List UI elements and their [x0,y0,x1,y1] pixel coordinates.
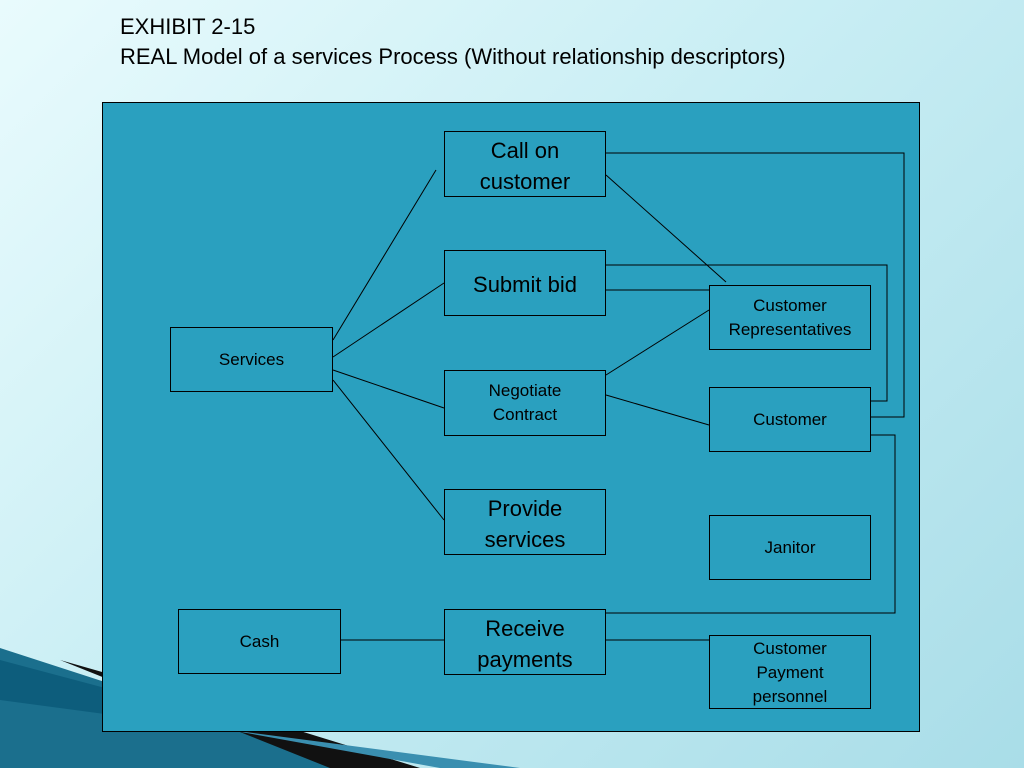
node-receive-payments-line1: Receive [485,616,565,641]
node-submit-bid-label: Submit bid [473,272,577,297]
node-provide-services-line1: Provide [487,496,563,521]
connector-negotiate-reps [605,309,710,376]
node-services-label: Services [218,350,285,369]
connector-services-negotiate [332,369,445,409]
connector-services-provide [332,379,445,521]
node-customer-label: Customer [753,410,827,429]
node-customer: Customer [709,387,871,452]
node-customer-payment-personnel-line3: personnel [752,687,828,706]
node-call-on-customer-line2: customer [479,169,571,194]
node-submit-bid: Submit bid [444,250,606,316]
node-receive-payments-line2: payments [477,647,573,672]
node-customer-payment-personnel: Customer Payment personnel [709,635,871,709]
node-cash: Cash [178,609,341,674]
node-customer-payment-personnel-line1: Customer [753,639,827,658]
connector-services-call [332,169,437,341]
node-call-on-customer: Call on customer [444,131,606,197]
node-customer-payment-personnel-line2: Payment [756,663,824,682]
node-customer-representatives-line1: Customer [753,296,827,315]
node-janitor: Janitor [709,515,871,580]
node-janitor-label: Janitor [764,538,816,557]
node-receive-payments: Receive payments [444,609,606,675]
exhibit-number: EXHIBIT 2-15 [120,14,256,39]
connector-call-reps [605,174,727,283]
node-customer-representatives-line2: Representatives [728,320,852,339]
node-customer-representatives: Customer Representatives [709,285,871,350]
connector-negotiate-customer [605,394,710,426]
exhibit-subtitle: REAL Model of a services Process (Withou… [120,44,786,69]
connector-services-bid [332,282,445,358]
connector-bid-customer [606,264,888,402]
node-negotiate-contract-line1: Negotiate [488,381,562,400]
connector-receive-customer [606,434,896,614]
node-cash-label: Cash [239,632,280,651]
node-negotiate-contract: Negotiate Contract [444,370,606,436]
connector-call-customer [606,152,905,418]
node-provide-services: Provide services [444,489,606,555]
node-negotiate-contract-line2: Contract [492,405,558,424]
node-call-on-customer-line1: Call on [490,138,560,163]
exhibit-title: EXHIBIT 2-15 REAL Model of a services Pr… [120,12,786,72]
node-services: Services [170,327,333,392]
node-provide-services-line2: services [484,527,566,552]
